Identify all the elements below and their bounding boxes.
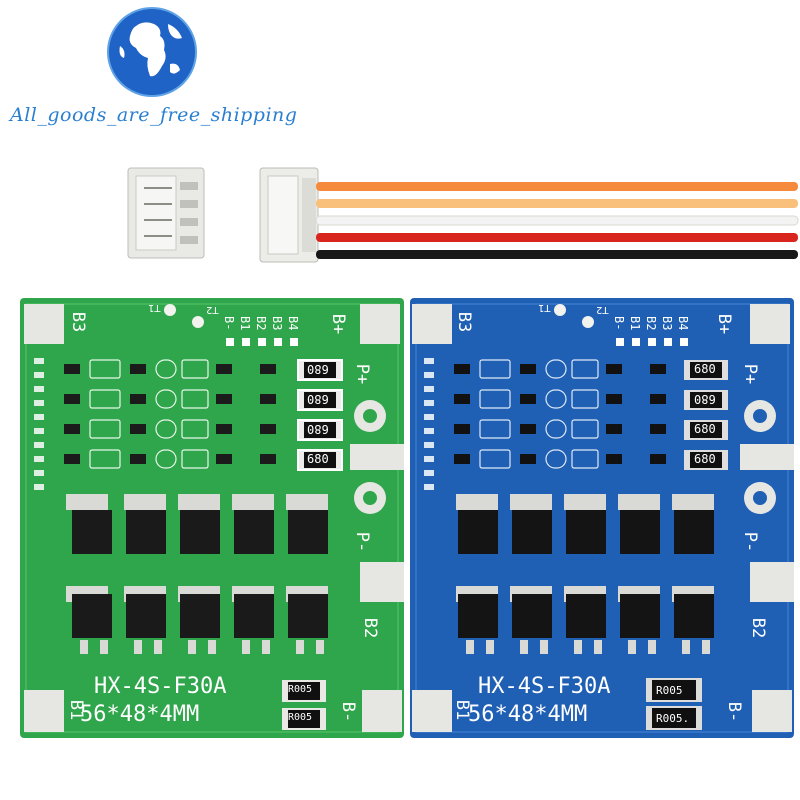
wire bbox=[315, 215, 799, 226]
pad-label-pminus: P- bbox=[352, 531, 373, 553]
pad-label-b3: B3 bbox=[454, 311, 475, 333]
resistor-label: 680 bbox=[307, 392, 329, 406]
header-pin-labels: B- B1 B2 B3 B4 bbox=[222, 316, 300, 331]
pad-label-b2: B2 bbox=[360, 617, 381, 639]
resistor-label: 680 bbox=[307, 452, 329, 466]
wire bbox=[316, 250, 798, 259]
globe-logo-icon bbox=[107, 7, 197, 97]
wire bbox=[316, 182, 798, 191]
pad-b1-green bbox=[24, 690, 64, 732]
pad-b3-green bbox=[24, 304, 64, 344]
brand-logo bbox=[106, 6, 198, 98]
test-point-t1: T1 bbox=[538, 302, 551, 313]
wire bbox=[316, 233, 798, 242]
pad-label-pplus: P+ bbox=[352, 363, 373, 385]
header-pin-labels: B- B1 B2 B3 B4 bbox=[612, 316, 690, 331]
pad-label-pplus: P+ bbox=[740, 363, 761, 385]
test-point-t1: T1 bbox=[148, 302, 161, 313]
wire bbox=[316, 199, 798, 208]
connector-plug-small bbox=[122, 164, 212, 264]
test-point-t2: T2 bbox=[596, 304, 609, 315]
brand-slogan: All_goods_are_free_shipping bbox=[10, 104, 298, 126]
resistor-label: 680 bbox=[307, 362, 329, 376]
pad-label-bminus: B- bbox=[724, 701, 745, 723]
pcb-board-green: B3 B+ P+ P- B2 B1 B- T1 T2 B- B1 B2 B3 B… bbox=[20, 298, 404, 738]
board-size-text: 56*48*4MM bbox=[80, 702, 200, 727]
pad-label-b2: B2 bbox=[748, 617, 769, 639]
resistor-label: 680 bbox=[307, 422, 329, 436]
shunt-label: R005 bbox=[288, 712, 313, 723]
pad-label-bplus: B+ bbox=[328, 313, 349, 335]
board-size-text: 56*48*4MM bbox=[468, 702, 588, 727]
pad-label-bplus: B+ bbox=[714, 313, 735, 335]
pad-bplus-green bbox=[360, 304, 400, 344]
pad-label-bminus: B- bbox=[338, 701, 359, 723]
pad-bminus-green bbox=[362, 690, 402, 732]
pad-label-pminus: P- bbox=[740, 531, 761, 553]
shunt-label: R005. bbox=[656, 712, 690, 725]
board-model-text: HX-4S-F30A bbox=[94, 674, 227, 699]
resistor-label: 680 bbox=[694, 422, 716, 436]
board-model-text: HX-4S-F30A bbox=[478, 674, 611, 699]
resistor-label: 680 bbox=[694, 392, 716, 406]
shunt-label: R005 bbox=[656, 684, 683, 697]
wire-harness bbox=[258, 164, 800, 268]
test-point-t2: T2 bbox=[206, 304, 219, 315]
pad-b2-green bbox=[360, 562, 404, 602]
shunt-label: R005 bbox=[288, 684, 313, 695]
pad-label-b3: B3 bbox=[68, 311, 89, 333]
pcb-board-blue: B3 B+ P+ P- B2 B1 B- T1 T2 B- B1 B2 B3 B… bbox=[410, 298, 794, 738]
resistor-label: 680 bbox=[694, 452, 716, 466]
resistor-label: 680 bbox=[694, 362, 716, 376]
